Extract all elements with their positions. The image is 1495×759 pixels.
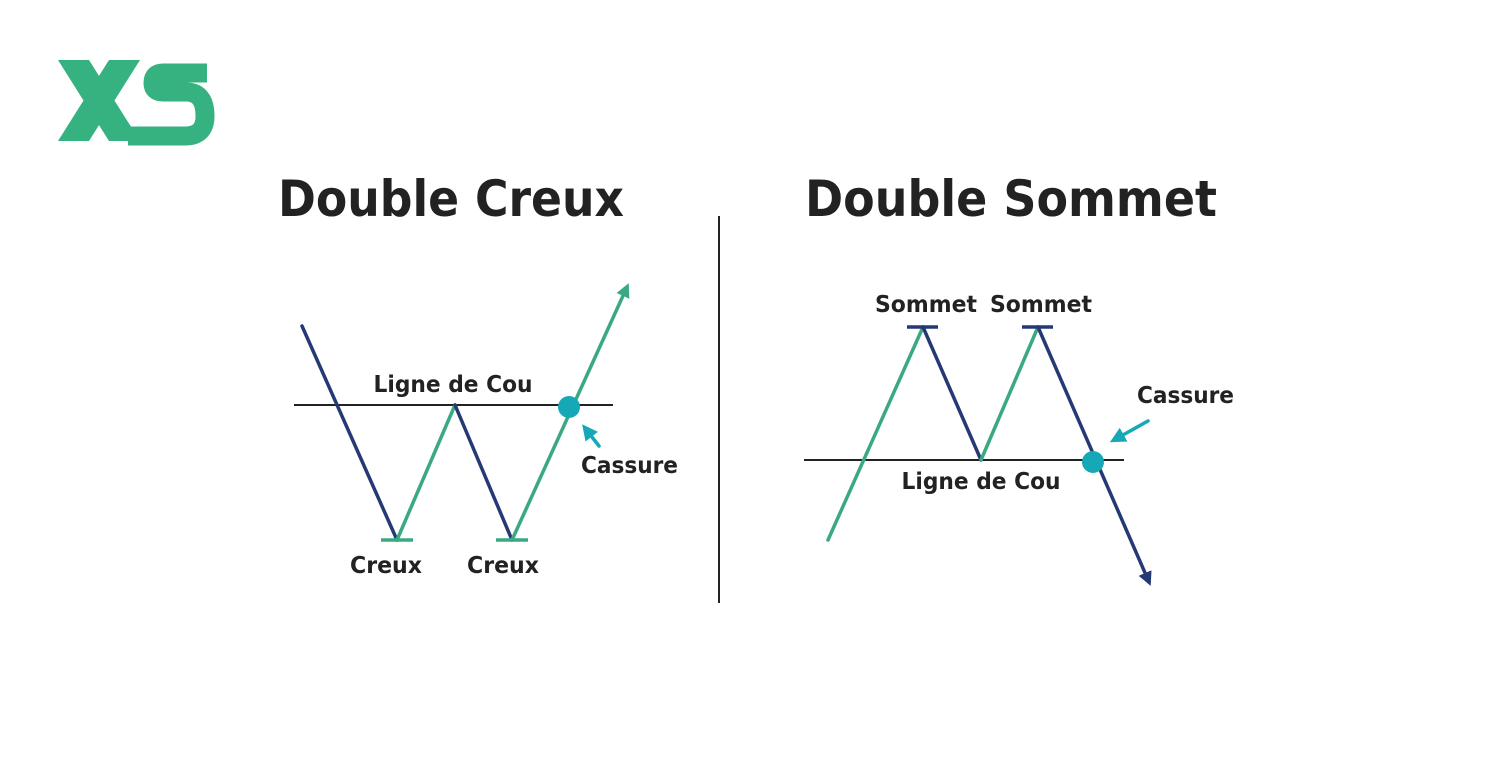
neckline-label: Ligne de Cou [374, 372, 533, 398]
price-leg-up-2 [979, 325, 1040, 462]
price-leg-down-1 [300, 324, 399, 542]
peak-label: Sommet [990, 292, 1092, 318]
trough-label: Creux [467, 553, 539, 579]
price-leg-down-1 [921, 325, 983, 462]
breakout-point [1082, 451, 1104, 473]
trough-label: Creux [350, 553, 422, 579]
double-bottom-title: Double Creux [278, 170, 624, 228]
breakout-arrow [582, 424, 601, 448]
double-bottom-diagram: Ligne de Cou Cassure Creux Creux [294, 283, 678, 579]
breakout-arrow [1109, 419, 1150, 443]
price-leg-up-1 [395, 403, 457, 542]
double-top-title: Double Sommet [805, 170, 1217, 228]
price-leg-down-2 [453, 403, 514, 542]
xs-logo [58, 60, 215, 146]
breakout-label: Cassure [581, 453, 678, 479]
logo-x-mark [58, 60, 140, 141]
price-leg-up-1 [826, 325, 925, 542]
neckline-label: Ligne de Cou [902, 469, 1061, 495]
peak-label: Sommet [875, 292, 977, 318]
logo-s-mark [128, 63, 215, 146]
breakout-point [558, 396, 580, 418]
breakout-label: Cassure [1137, 383, 1234, 409]
double-top-diagram: Sommet Sommet Cassure Ligne de Cou [804, 292, 1234, 586]
